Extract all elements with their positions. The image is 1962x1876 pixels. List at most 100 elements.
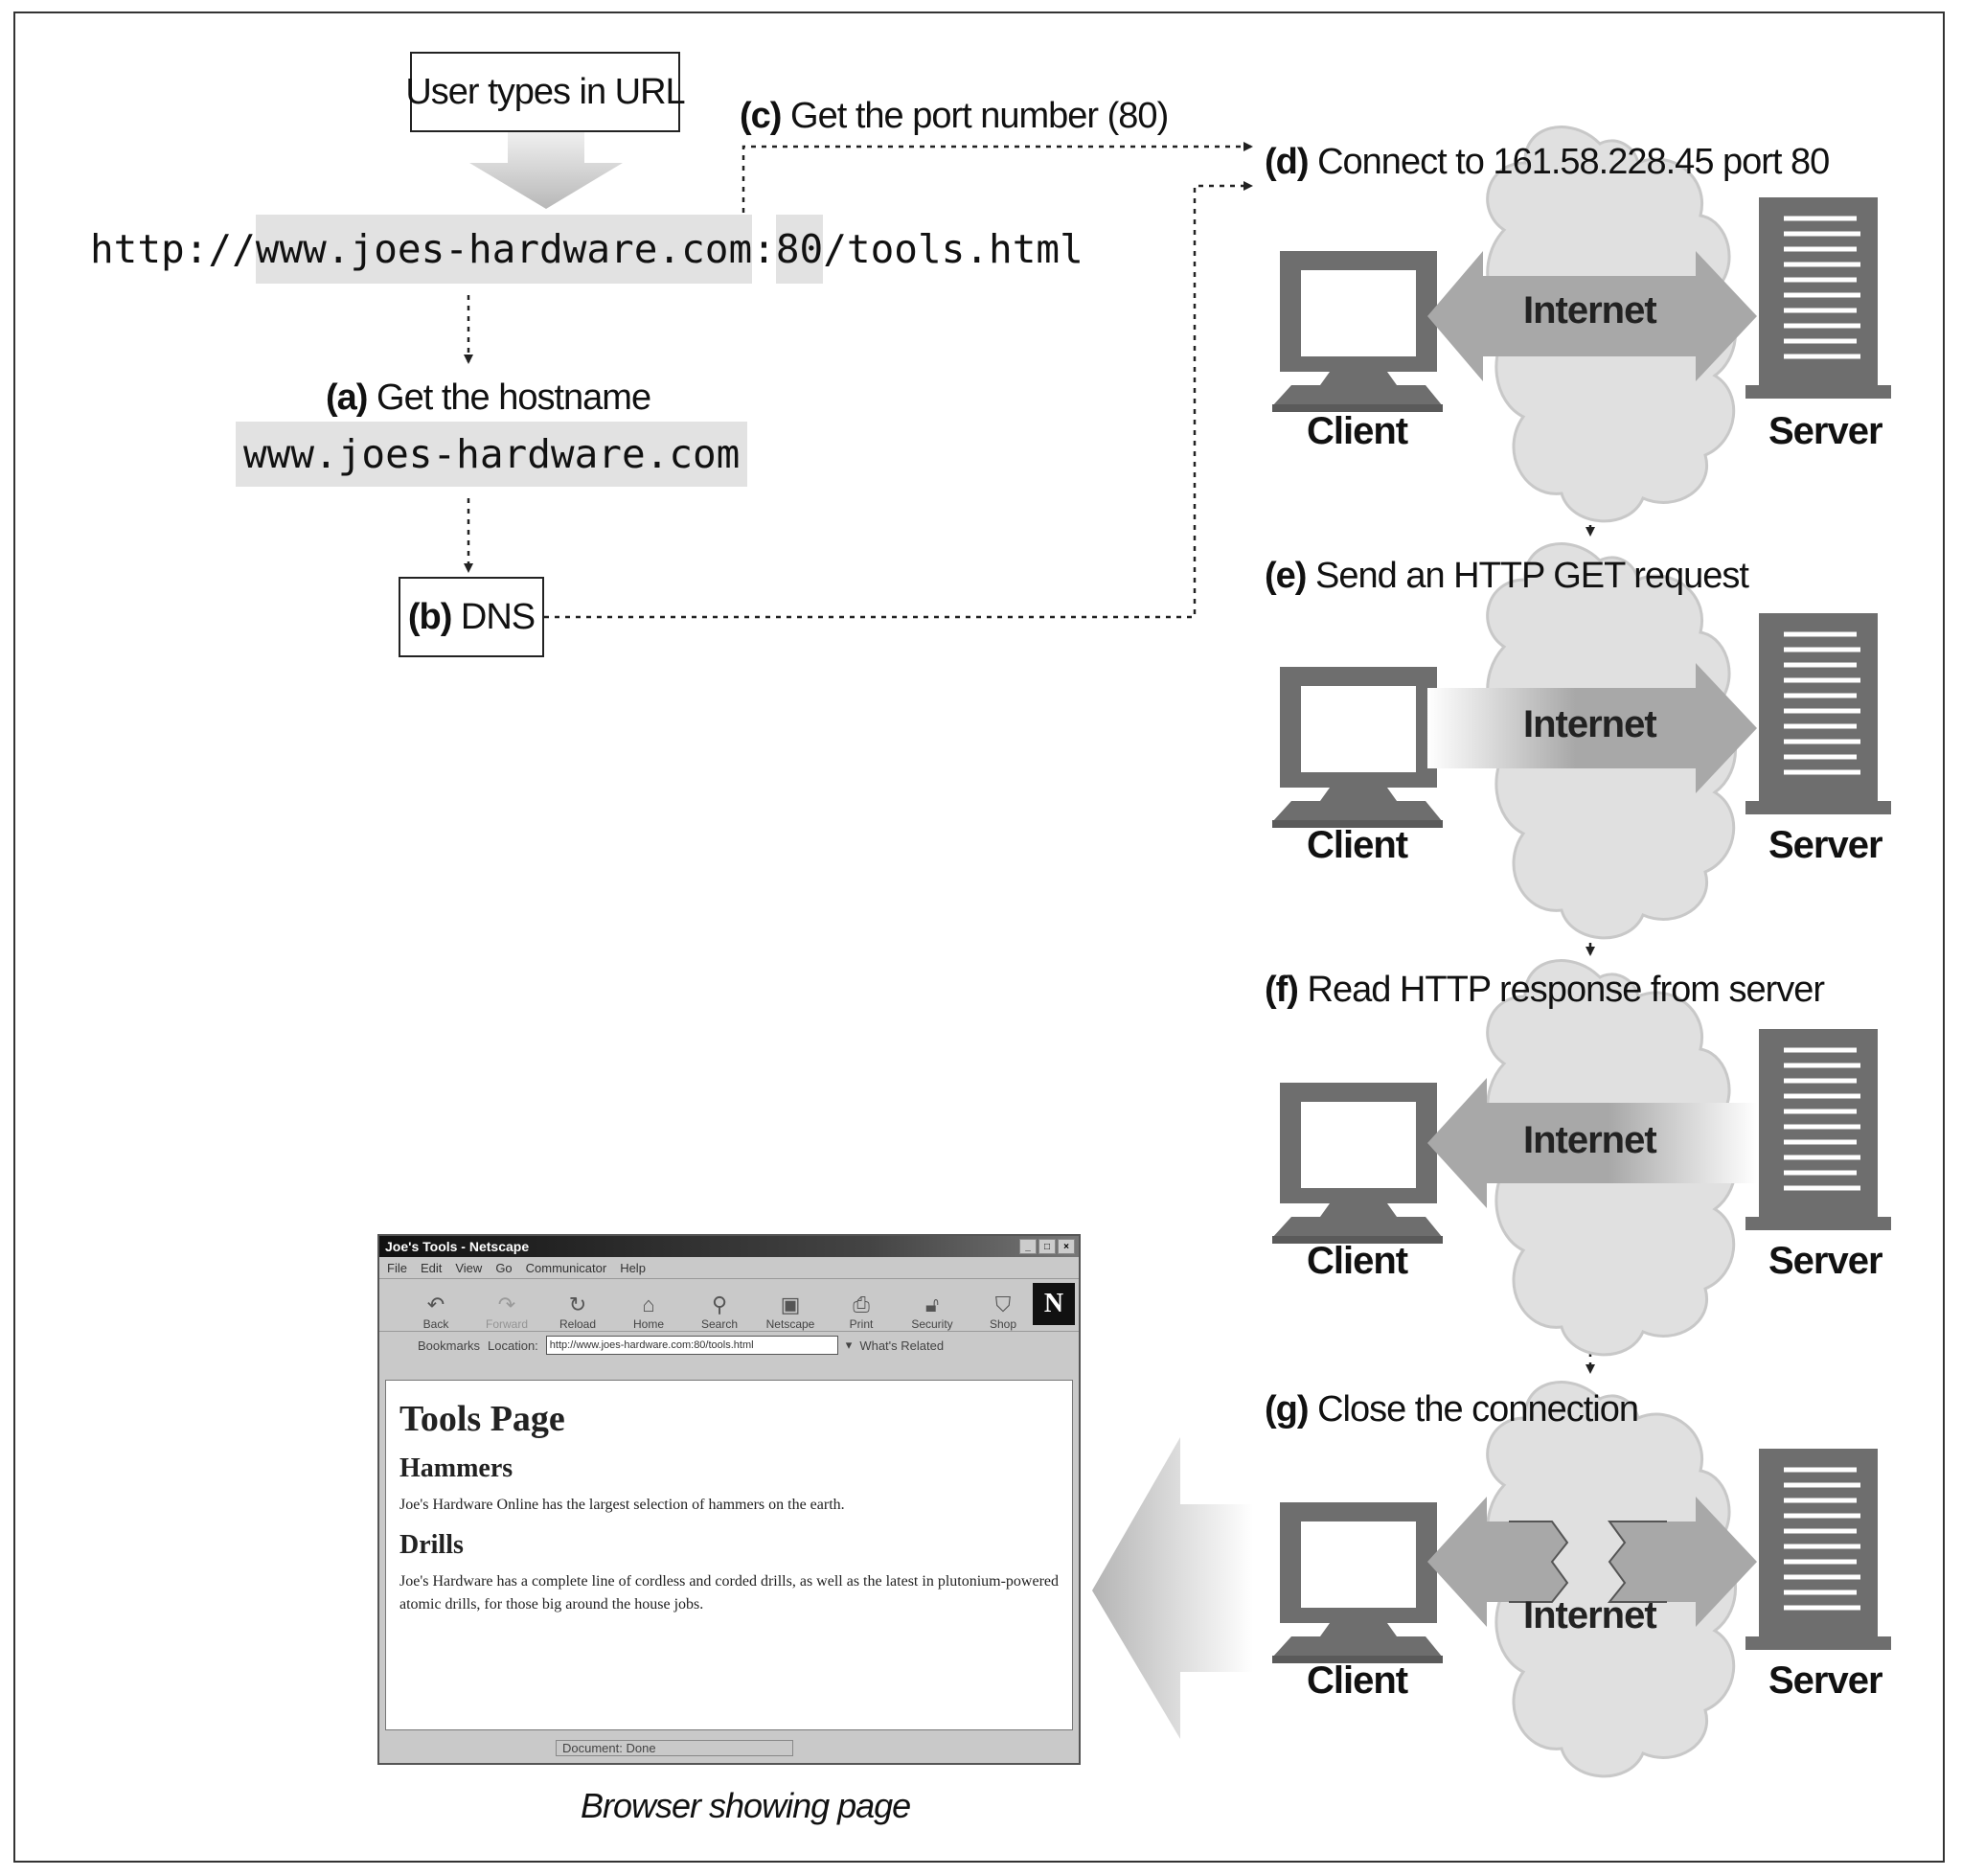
- step-a-label: (a) Get the hostname: [326, 377, 651, 419]
- bookmarks-button[interactable]: Bookmarks: [418, 1338, 481, 1353]
- search-label: Search: [700, 1317, 739, 1331]
- reload-label: Reload: [559, 1317, 597, 1331]
- step-b-text: DNS: [460, 596, 536, 637]
- shop-label: Shop: [989, 1317, 1017, 1331]
- step-f-tag: (f): [1265, 970, 1299, 1010]
- menu-view[interactable]: View: [455, 1260, 483, 1275]
- browser-title-bar: Joe's Tools - Netscape _ □ ×: [379, 1236, 1079, 1257]
- panel-response: [1272, 959, 1891, 1357]
- server-label-d: Server: [1768, 410, 1883, 452]
- broken-right-arrow-icon: [1609, 1497, 1757, 1627]
- search-button[interactable]: ⚲Search: [692, 1293, 747, 1331]
- browser-page-content: Tools Page Hammers Joe's Hardware Online…: [385, 1380, 1073, 1730]
- menu-edit[interactable]: Edit: [420, 1260, 443, 1275]
- menu-communicator[interactable]: Communicator: [525, 1260, 607, 1275]
- step-f-text: Read HTTP response from server: [1307, 970, 1825, 1010]
- menu-go[interactable]: Go: [495, 1260, 513, 1275]
- step-g-tag: (g): [1265, 1389, 1310, 1430]
- step-e-text: Send an HTTP GET request: [1315, 556, 1749, 596]
- reload-button[interactable]: ↻Reload: [550, 1293, 605, 1331]
- hostname-value: www.joes-hardware.com: [236, 422, 748, 487]
- menu-file[interactable]: File: [387, 1260, 407, 1275]
- figure-caption: Browser showing page: [581, 1786, 911, 1825]
- netscape-button[interactable]: ▣Netscape: [763, 1293, 818, 1331]
- home-button[interactable]: ⌂Home: [621, 1293, 676, 1331]
- panel-close: [1272, 1381, 1891, 1778]
- step-d-tag: (d): [1265, 142, 1310, 182]
- section-drills-text: Joe's Hardware has a complete line of co…: [399, 1573, 1060, 1613]
- whats-related-button[interactable]: What's Related: [859, 1338, 945, 1353]
- result-arrow-icon: [1092, 1437, 1253, 1739]
- connector-port-to-connect: [741, 142, 1253, 223]
- step-f-label: (f) Read HTTP response from server: [1265, 970, 1825, 1011]
- step-c-text: Get the port number (80): [790, 96, 1169, 136]
- security-button[interactable]: 🔓︎Security: [904, 1293, 960, 1331]
- home-label: Home: [632, 1317, 664, 1331]
- forward-button[interactable]: ↷Forward: [479, 1293, 535, 1331]
- maximize-button[interactable]: □: [1038, 1239, 1056, 1254]
- page-heading: Tools Page: [399, 1399, 565, 1439]
- browser-toolbar: ↶Back ↷Forward ↻Reload ⌂Home ⚲Search ▣Ne…: [379, 1278, 1079, 1331]
- url-scheme: http://: [90, 226, 256, 272]
- print-button[interactable]: ⎙Print: [833, 1293, 889, 1331]
- forward-label: Forward: [485, 1317, 528, 1331]
- step-c-label: (c) Get the port number (80): [740, 96, 1169, 137]
- step-g-text: Close the connection: [1317, 1389, 1639, 1430]
- shop-button[interactable]: ⛉Shop: [975, 1293, 1031, 1331]
- internet-label-e: Internet: [1523, 703, 1657, 745]
- location-label: Location:: [488, 1338, 538, 1353]
- broken-left-arrow-icon: [1427, 1497, 1567, 1627]
- bidirectional-arrow-icon: [1427, 251, 1757, 381]
- url-line: http://www.joes-hardware.com:80/tools.ht…: [90, 215, 1084, 284]
- step-e-label: (e) Send an HTTP GET request: [1265, 556, 1749, 597]
- browser-title: Joe's Tools - Netscape: [385, 1239, 530, 1254]
- section-hammers-title: Hammers: [399, 1453, 513, 1483]
- security-label: Security: [911, 1317, 953, 1331]
- step-d-text: Connect to 161.58.228.45 port 80: [1317, 142, 1830, 182]
- forward-icon: ↷: [497, 1293, 516, 1316]
- browser-window: Joe's Tools - Netscape _ □ × File Edit V…: [377, 1234, 1081, 1765]
- home-icon: ⌂: [642, 1293, 655, 1316]
- back-icon: ↶: [426, 1293, 445, 1316]
- panel-connect: [1272, 126, 1891, 523]
- minimize-button[interactable]: _: [1019, 1239, 1037, 1254]
- server-label-e: Server: [1768, 824, 1883, 866]
- shop-bag-icon: ⛉: [994, 1293, 1012, 1316]
- user-types-url-box: User types in URL: [405, 52, 686, 132]
- print-icon: ⎙: [853, 1293, 870, 1316]
- user-box-label: User types in URL: [405, 71, 685, 112]
- connector-dns-to-connect: [544, 181, 1253, 619]
- url-colon: :: [752, 226, 776, 272]
- netscape-icon: ▣: [780, 1293, 801, 1316]
- location-bar: Bookmarks Location: http://www.joes-hard…: [379, 1331, 1079, 1359]
- section-hammers-text: Joe's Hardware Online has the largest se…: [399, 1497, 845, 1513]
- left-arrow-icon: [1427, 1078, 1757, 1208]
- netscape-logo: N: [1033, 1283, 1075, 1325]
- close-button[interactable]: ×: [1058, 1239, 1075, 1254]
- menu-help[interactable]: Help: [620, 1260, 646, 1275]
- client-label-e: Client: [1307, 824, 1408, 866]
- server-label-f: Server: [1768, 1240, 1883, 1282]
- section-drills-title: Drills: [399, 1530, 464, 1560]
- step-c-tag: (c): [740, 96, 782, 136]
- location-dropdown-icon[interactable]: ▾: [845, 1338, 853, 1352]
- url-port: 80: [775, 215, 824, 284]
- back-button[interactable]: ↶Back: [408, 1293, 464, 1331]
- netscape-label: Netscape: [765, 1317, 815, 1331]
- client-label-f: Client: [1307, 1240, 1408, 1282]
- panel-request: [1272, 542, 1891, 940]
- status-bar: Document: Done: [383, 1736, 1075, 1759]
- back-label: Back: [422, 1317, 449, 1331]
- server-label-g: Server: [1768, 1659, 1883, 1702]
- location-field[interactable]: http://www.joes-hardware.com:80/tools.ht…: [545, 1336, 838, 1355]
- internet-label-d: Internet: [1523, 289, 1657, 332]
- step-a-text: Get the hostname: [376, 377, 651, 418]
- step-b-tag: (b): [407, 596, 453, 637]
- dns-box: (b) DNS: [399, 577, 544, 657]
- browser-menu-bar: File Edit View Go Communicator Help: [379, 1257, 1079, 1278]
- url-path: /tools.html: [823, 226, 1084, 272]
- right-arrow-icon: [1427, 663, 1757, 793]
- step-a-tag: (a): [326, 377, 368, 418]
- reload-icon: ↻: [568, 1293, 587, 1316]
